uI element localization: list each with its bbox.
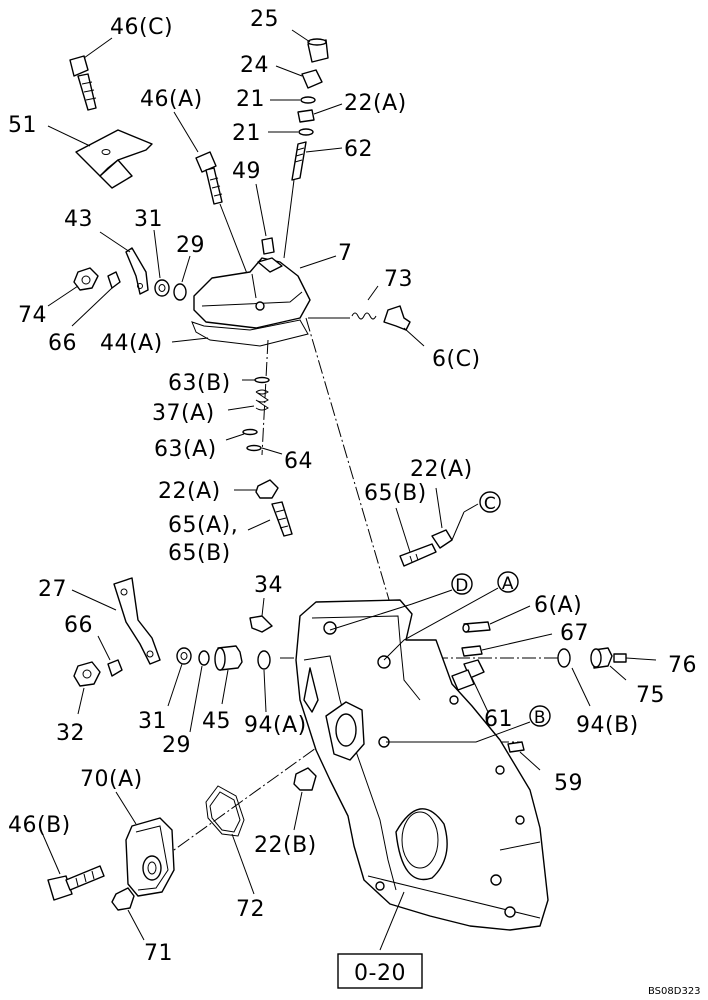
label-46b: 46(B)	[8, 813, 71, 838]
label-66-top: 66	[48, 331, 77, 356]
label-67: 67	[560, 621, 589, 646]
label-63b: 63(B)	[168, 371, 231, 396]
part-73-6c	[308, 285, 425, 347]
label-74: 74	[18, 303, 47, 328]
label-51: 51	[8, 113, 37, 138]
part-31-29-45-94a	[167, 645, 271, 733]
callout-B: B	[386, 705, 551, 743]
part-31-29-top	[153, 229, 191, 301]
svg-text:B: B	[534, 708, 546, 728]
label-6a: 6(A)	[534, 593, 582, 618]
part-61-bolt	[451, 659, 489, 713]
label-43: 43	[64, 207, 93, 232]
label-22a-right: 22(A)	[410, 457, 473, 482]
label-71: 71	[144, 941, 173, 966]
label-62: 62	[344, 137, 373, 162]
label-65b-mid: 65(B)	[168, 541, 231, 566]
label-72: 72	[236, 897, 265, 922]
label-21b: 21	[232, 121, 261, 146]
label-76: 76	[668, 653, 697, 678]
label-22a-top: 22(A)	[344, 91, 407, 116]
part-7-cover	[193, 255, 337, 329]
label-22a-mid: 22(A)	[158, 479, 221, 504]
label-27: 27	[38, 577, 67, 602]
part-21-washers	[268, 96, 343, 136]
label-25: 25	[250, 7, 279, 32]
label-65a: 65(A),	[168, 513, 238, 538]
part-71-nut	[111, 887, 145, 941]
label-32: 32	[56, 721, 85, 746]
label-63a: 63(A)	[154, 437, 217, 462]
part-46b-bolt	[39, 827, 105, 901]
part-59-plug	[507, 741, 541, 771]
label-46a: 46(A)	[140, 87, 203, 112]
part-94b-75-76	[557, 647, 657, 707]
part-65a-stud	[247, 501, 293, 537]
label-94a: 94(A)	[244, 713, 307, 738]
label-59: 59	[554, 771, 583, 796]
callout-C: C	[479, 491, 501, 514]
part-70a-cover	[115, 791, 175, 897]
label-34: 34	[254, 573, 283, 598]
part-27-lever	[71, 577, 161, 665]
part-43-lever	[99, 231, 149, 295]
label-7: 7	[338, 241, 353, 266]
label-73: 73	[384, 267, 413, 292]
main-housing	[295, 599, 549, 951]
part-25-cap	[291, 29, 329, 63]
part-49-plug	[255, 183, 275, 255]
svg-text:A: A	[502, 574, 514, 594]
label-75: 75	[636, 683, 665, 708]
callout-A: A	[383, 571, 519, 661]
part-62-stud	[283, 141, 343, 259]
label-6c: 6(C)	[432, 347, 481, 372]
part-51-plate	[47, 125, 153, 189]
drawing-code: BS08D323	[648, 986, 701, 997]
part-spring-stack	[225, 376, 283, 455]
reference-box: 0-20	[337, 953, 423, 989]
part-6a-67-pins	[461, 605, 553, 657]
label-29-top: 29	[176, 233, 205, 258]
part-66-32-mid	[73, 635, 123, 715]
part-22b-nut	[293, 767, 317, 831]
label-37a: 37(A)	[152, 401, 215, 426]
label-61: 61	[484, 707, 513, 732]
part-24-nut	[275, 65, 323, 89]
label-66-mid: 66	[64, 613, 93, 638]
reference-box-label: 0-20	[354, 961, 406, 986]
label-31-mid: 31	[138, 709, 167, 734]
label-70a: 70(A)	[80, 767, 143, 792]
svg-text:D: D	[455, 576, 469, 596]
label-65b-right: 65(B)	[364, 481, 427, 506]
part-22a-mid-nut	[234, 479, 279, 499]
svg-text:C: C	[484, 494, 496, 514]
label-49: 49	[232, 159, 261, 184]
label-29-mid: 29	[162, 733, 191, 758]
label-46c: 46(C)	[110, 15, 173, 40]
part-74-66-top	[47, 267, 121, 327]
callout-D: D	[329, 573, 473, 631]
part-labels: 46(C) 25 24 21 22(A) 21 62 46(A) 51 49 4…	[8, 7, 697, 966]
label-64: 64	[284, 449, 313, 474]
part-65b-22a-right	[395, 487, 479, 567]
label-45: 45	[202, 709, 231, 734]
label-24: 24	[240, 53, 269, 78]
label-31-top: 31	[134, 207, 163, 232]
part-34-plug	[249, 597, 273, 633]
label-21a: 21	[236, 87, 265, 112]
label-94b: 94(B)	[576, 713, 639, 738]
part-72-gasket	[205, 785, 255, 895]
part-46c-bolt	[69, 37, 113, 111]
part-44a-gasket	[171, 319, 309, 347]
label-22b: 22(B)	[254, 833, 317, 858]
label-44a: 44(A)	[100, 331, 163, 356]
